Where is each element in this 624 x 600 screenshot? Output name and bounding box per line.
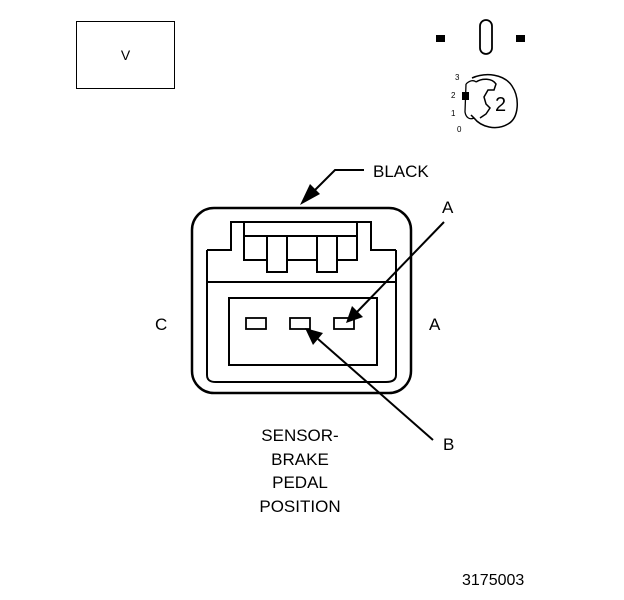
connector-body [190,206,413,395]
position-key-icon [462,73,518,129]
caption-line: PEDAL [272,473,328,492]
figure-number: 3175003 [462,572,525,589]
view-box-label: V [120,47,131,63]
caption-line: SENSOR- [261,426,339,445]
scale-3: 3 [455,73,460,82]
leader-b-arrow [305,328,434,441]
pin-cavity-a [333,317,355,330]
terminal-a-top-label: A [442,198,454,217]
scale-0: 0 [457,125,462,134]
scale-1: 1 [451,109,456,118]
key-number: 2 [495,94,507,116]
component-caption: SENSOR- BRAKE PEDAL POSITION [230,424,370,518]
scale-2: 2 [451,91,456,100]
caption-line: POSITION [259,496,341,516]
pin-cavity-c [245,317,267,330]
black-leader-arrow [300,169,364,205]
pin-cavities [245,317,355,330]
terminal-a-side-label: A [429,315,441,334]
color-label: BLACK [373,162,429,181]
view-box [76,21,175,89]
terminal-c-label: C [155,315,168,334]
leader-a-arrow [346,221,445,323]
pin-cavity-b [289,317,311,330]
terminal-b-label: B [443,435,455,454]
terminal-slot-icon [436,19,525,55]
connector-inner [206,221,397,383]
caption-line: BRAKE [271,449,329,469]
